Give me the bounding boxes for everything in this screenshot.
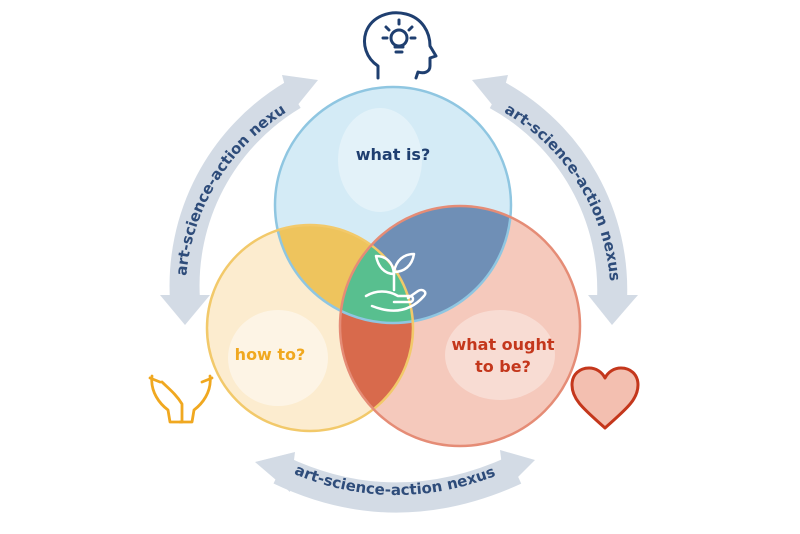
arrow-left-label: art-science-action nexus (0, 0, 289, 276)
arrow-bottom-band (273, 456, 522, 513)
arrow-bottom: art-science-action nexus (255, 450, 535, 513)
circle-how-to-outline (205, 223, 415, 433)
arrow-right-band (489, 81, 628, 301)
highlight-what-ought (445, 310, 555, 400)
label-what-is: what is? (356, 145, 430, 164)
arrow-bottom-head-left (255, 452, 295, 492)
arrow-left-head-top (282, 75, 318, 112)
label-what-ought-line2: to be? (475, 357, 531, 376)
circle-what-is-outline (273, 85, 513, 325)
arrow-bottom-head-right (500, 450, 535, 490)
heart-icon (570, 366, 640, 430)
arrow-right-head-bottom (588, 295, 638, 325)
label-how-to: how to? (235, 345, 306, 364)
arrow-left-head-bottom (160, 295, 210, 325)
arrow-left-band (169, 82, 301, 301)
label-what-ought-line1: what ought (451, 335, 554, 354)
highlight-how-to (228, 310, 328, 406)
head-lightbulb-icon (363, 11, 438, 80)
highlight-what-is (338, 108, 422, 212)
arrow-right-head-top (472, 75, 508, 112)
plant-in-hand-icon (364, 252, 427, 312)
circle-what-ought-outline (338, 204, 582, 448)
open-hands-icon (148, 374, 214, 424)
